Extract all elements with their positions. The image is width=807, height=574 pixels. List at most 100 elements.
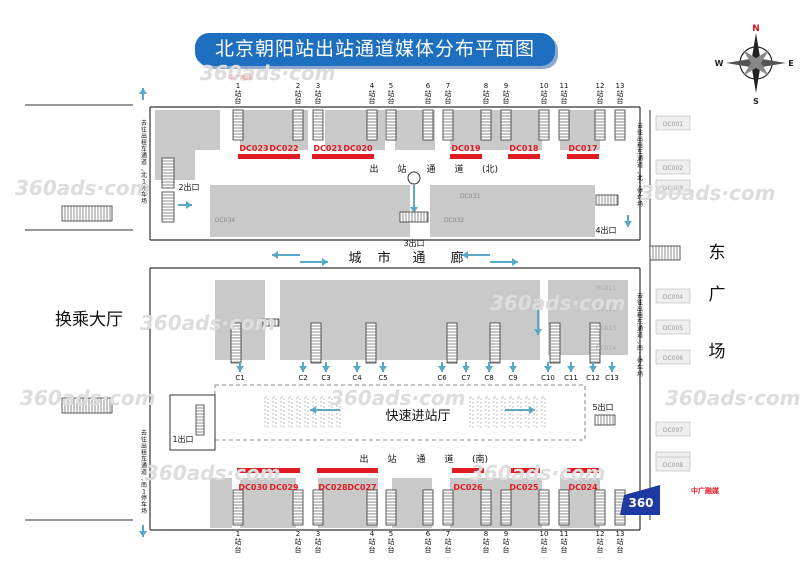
north-passage-char: 道 [454, 163, 463, 175]
taxi-right-bottom-text: 车 [637, 364, 643, 372]
corridor-arrow-right-top-head [462, 251, 468, 259]
exit2-arrow-head [186, 201, 192, 209]
hall-seat-row [320, 396, 325, 428]
gate-arrow-head [322, 366, 330, 372]
hall-seat-row [525, 396, 530, 428]
right-media-box [655, 319, 691, 335]
north-platform-suffix: 台 [483, 96, 490, 105]
east-side-media-label: DC013 [596, 325, 616, 332]
north-platform-number: 11 [560, 82, 569, 90]
south-media-label: DC029 [269, 483, 299, 492]
north-platform-suffix: 台 [425, 96, 432, 105]
right-media-label: DC005 [663, 325, 683, 332]
south-platform-suffix: 站 [597, 537, 604, 546]
taxi-left-top-text: 车 [141, 145, 147, 153]
gate-label: C1 [235, 374, 244, 382]
north-media-bar [312, 154, 344, 159]
watermark-text: 360ads·com [20, 386, 156, 410]
north-platform-suffix: 站 [503, 89, 510, 98]
south-vertical-arrow-head [534, 329, 542, 335]
gate-label: C5 [378, 374, 387, 382]
south-escalator-frame [589, 322, 601, 364]
taxi-left-top-text: 停 [141, 184, 147, 192]
exit3-arrow-head [410, 207, 418, 213]
taxi-right-top-text: 租 [637, 142, 643, 150]
north-media-bar [508, 154, 540, 159]
north-platform-suffix: 台 [617, 96, 624, 105]
watermark-text: 360ads·com [140, 311, 276, 335]
south-small-stairs [262, 318, 280, 327]
hall-seat-row [272, 396, 277, 428]
watermark-text: 360ads·com [330, 386, 466, 410]
south-escalator [366, 489, 378, 526]
south-platform-number: 9 [504, 530, 508, 538]
corridor-char: 城 [348, 251, 361, 266]
gate-arrow-head [353, 366, 361, 372]
right-media-label: DC007 [663, 427, 683, 434]
taxi-left-bottom-arrow [139, 525, 147, 537]
exit3-stairs [399, 211, 429, 223]
gate-arrow-head [379, 366, 387, 372]
gate-label: C13 [605, 374, 619, 382]
north-platform-block [450, 110, 542, 150]
north-center-block-left [210, 185, 410, 237]
north-media-bar [342, 154, 374, 159]
corridor-arrow-left-top-head [272, 251, 278, 259]
south-platform-suffix: 台 [315, 545, 322, 554]
north-platform-suffix: 台 [388, 96, 395, 105]
exit1-label: 1出口 [172, 434, 193, 444]
exit5-label: 5出口 [592, 402, 613, 412]
south-platform-number: 12 [596, 530, 605, 538]
north-platform-number: 5 [389, 82, 393, 90]
taxi-right-top-text: 车 [637, 148, 643, 156]
south-escalator [232, 489, 244, 526]
exit1-block [169, 394, 216, 451]
taxi-right-bottom-text: 租 [637, 312, 643, 320]
center-media-label: DC032 [444, 217, 464, 224]
taxi-right-top-text: 通 [637, 155, 643, 163]
taxi-left-bottom-text: 车 [141, 455, 147, 463]
taxi-left-top-text: 、 [141, 166, 147, 173]
south-platform-suffix: 站 [295, 537, 302, 546]
north-platform-block [155, 110, 220, 150]
south-platform-number: 3 [316, 530, 320, 538]
north-escalator [538, 109, 550, 141]
gate-label: C4 [352, 374, 362, 382]
taxi-left-top-text: 通 [141, 152, 147, 160]
south-media-bar [317, 468, 349, 473]
taxi-left-top-text: 去 [141, 119, 147, 127]
north-platform-number: 2 [296, 82, 300, 90]
exit4-arrow [624, 215, 632, 227]
taxi-left-bottom-text: 车 [141, 501, 147, 509]
gate-label: C7 [461, 374, 470, 382]
south-escalator-frame [594, 489, 606, 526]
south-platform-block [450, 478, 542, 528]
center-media-label: DC031 [460, 193, 480, 200]
taxi-right-bottom-text: 道 [637, 331, 643, 339]
taxi-left-bottom-text: 租 [141, 449, 147, 457]
right-media-label: DC006 [663, 355, 683, 362]
right-plaza-char: 广 [709, 285, 726, 305]
hall-arrow-right [505, 406, 535, 414]
taxi-right-top-text: 往 [637, 129, 643, 137]
gate-arrow [485, 362, 493, 372]
taxi-right-bottom-text: 1 [638, 352, 642, 359]
taxi-right-bottom-text: 出 [637, 305, 643, 313]
north-platform-number: 10 [540, 82, 549, 90]
right-media-label: DC002 [663, 165, 683, 172]
gate-arrow-head [509, 366, 517, 372]
gate-label: C11 [564, 374, 578, 382]
hall-seat-row [501, 396, 506, 428]
south-platform-suffix: 站 [483, 537, 490, 546]
south-media-bar [346, 468, 378, 473]
taxi-left-bottom-arrow-head [139, 531, 147, 537]
gate-arrow [379, 362, 387, 372]
north-media-label: DC019 [451, 144, 481, 153]
taxi-right-bottom-text: 车 [637, 318, 643, 326]
north-platform-number: 6 [426, 82, 431, 90]
south-media-bar [452, 468, 484, 473]
taxi-left-bottom-text: 通 [141, 462, 147, 470]
gate-arrow [353, 362, 361, 372]
gate-arrow-head [299, 366, 307, 372]
exit4-stairs [595, 194, 619, 206]
